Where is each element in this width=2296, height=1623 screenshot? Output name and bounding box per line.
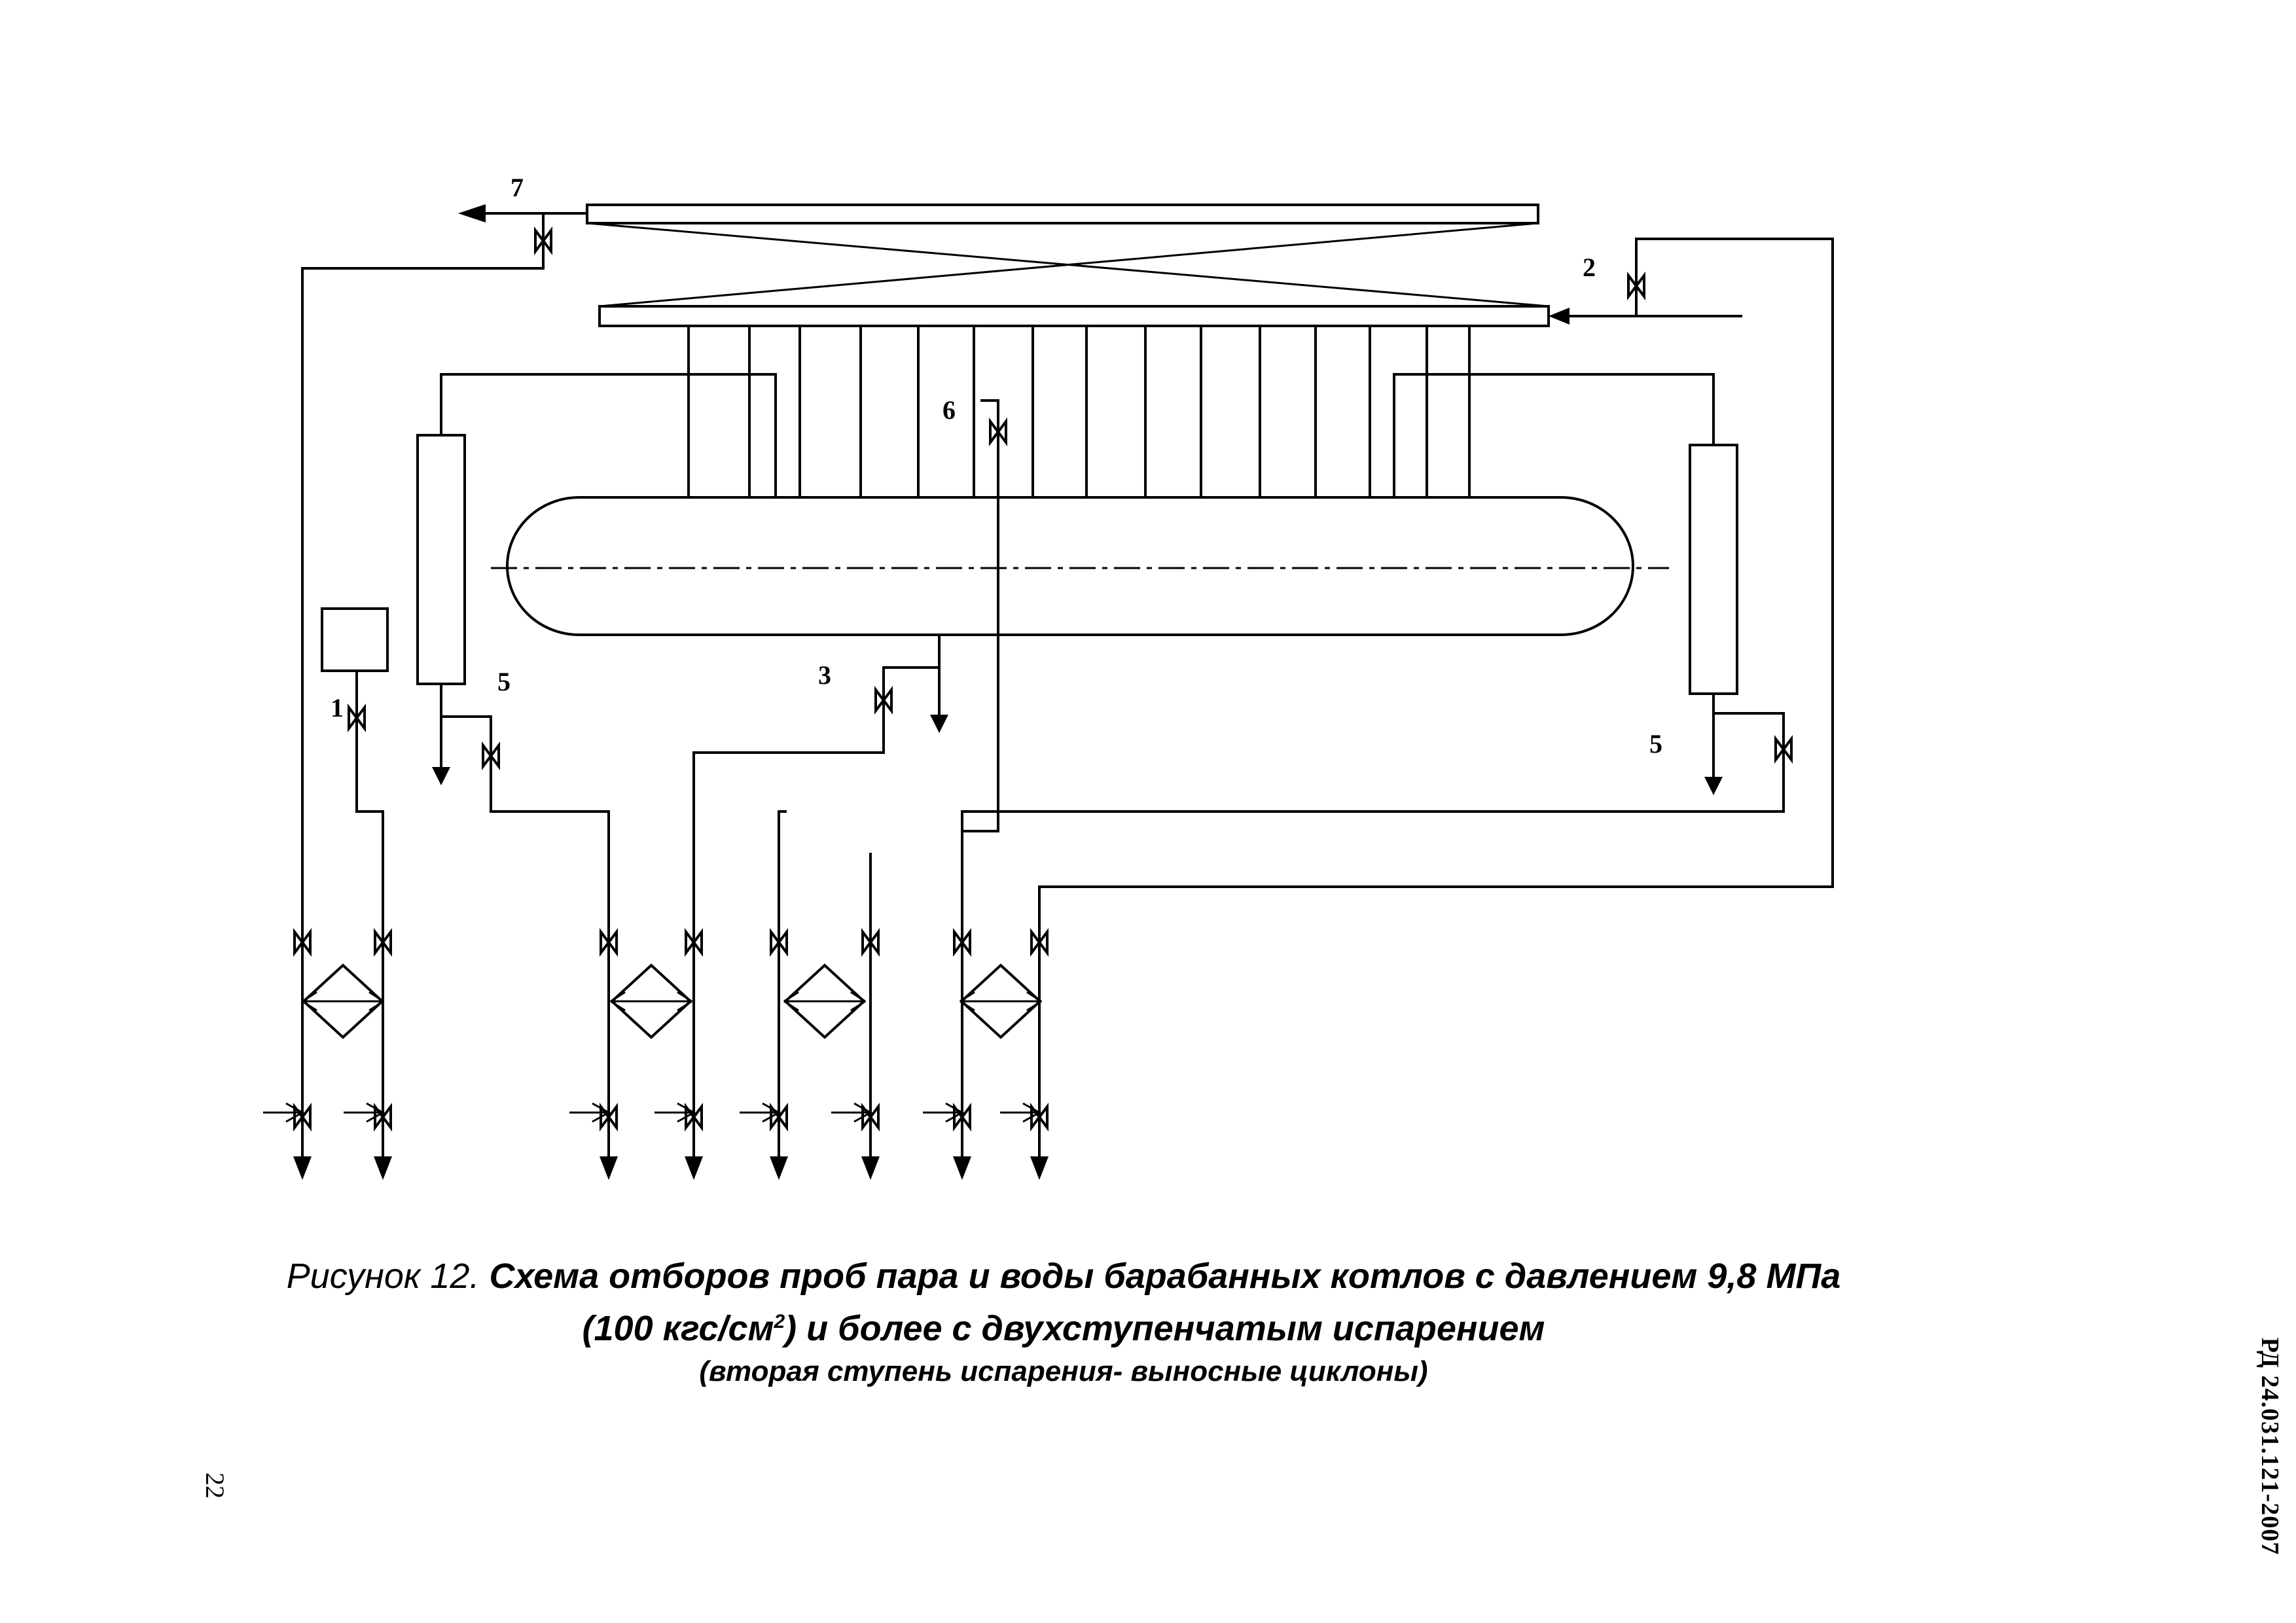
sampling-vessel-1 <box>321 607 389 672</box>
label-5-left: 5 <box>497 667 511 696</box>
label-2: 2 <box>1583 253 1596 282</box>
label-5-right: 5 <box>1649 729 1662 758</box>
sampling-scheme-diagram: 7 2 5 5 6 <box>262 173 1834 1180</box>
caption-prefix: Рисунок 12. <box>286 1257 490 1296</box>
caption-title-2a: (100 кгс/см <box>582 1309 774 1348</box>
drain-arrow <box>953 1156 971 1180</box>
caption-line-2: (100 кгс/см2) и более с двухступенчатым … <box>262 1299 1865 1351</box>
cooler-group-3 <box>738 931 880 1180</box>
label-7: 7 <box>511 173 524 202</box>
outlet-arrow-7 <box>458 204 486 223</box>
caption-title-2b: ) и более с двухступенчатым испарением <box>785 1309 1545 1348</box>
document-code: РД 24.031.121-2007 <box>2256 1337 2284 1556</box>
cooler-group-2 <box>568 931 703 1180</box>
label-3: 3 <box>818 660 831 690</box>
boiler-drum <box>506 496 1634 636</box>
drain-arrow <box>374 1156 392 1180</box>
drain-arrow <box>600 1156 618 1180</box>
drain-arrow <box>861 1156 880 1180</box>
lower-header <box>598 305 1550 327</box>
figure-caption: Рисунок 12. Схема отборов проб пара и во… <box>262 1253 1865 1392</box>
cooler-group-4 <box>922 931 1049 1180</box>
label-1: 1 <box>331 693 344 722</box>
caption-superscript: 2 <box>774 1311 785 1332</box>
left-cyclone <box>416 434 466 685</box>
caption-subtitle: (вторая ступень испарения- выносные цикл… <box>699 1355 1428 1387</box>
cooler-group-1 <box>262 931 392 1180</box>
drain-arrow <box>1030 1156 1049 1180</box>
page-number: 22 <box>200 1472 230 1499</box>
label-6: 6 <box>942 395 956 425</box>
caption-title-1: Схема отборов проб пара и воды барабанны… <box>489 1257 1841 1296</box>
caption-line-1: Рисунок 12. Схема отборов проб пара и во… <box>262 1253 1865 1299</box>
drain-arrow <box>685 1156 703 1180</box>
right-cyclone <box>1689 444 1738 695</box>
drain-arrow <box>293 1156 312 1180</box>
riser-tubes <box>687 325 1471 499</box>
drain-arrow <box>770 1156 788 1180</box>
upper-header <box>586 204 1539 224</box>
